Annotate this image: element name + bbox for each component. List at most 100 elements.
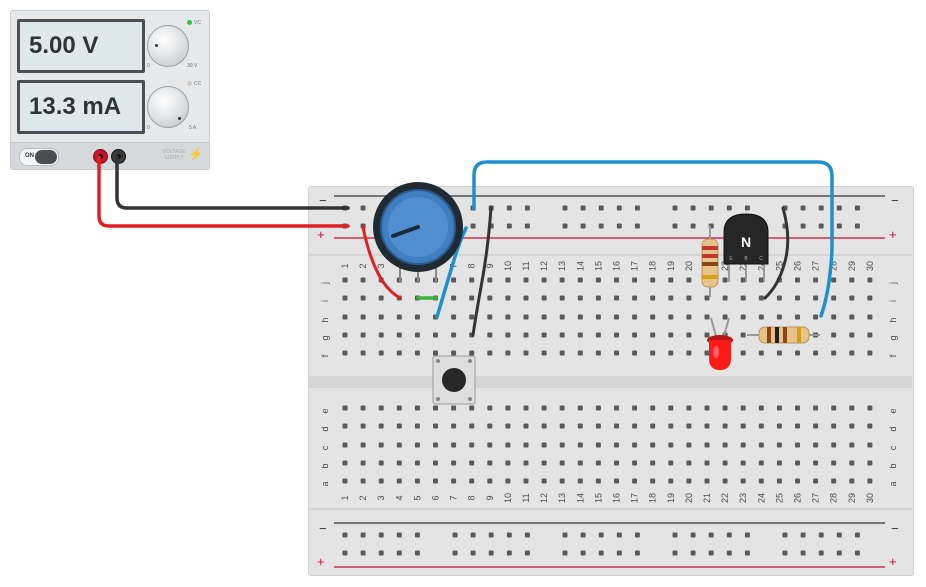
terminal-hole[interactable]: [686, 405, 692, 411]
rail-hole[interactable]: [562, 532, 568, 538]
terminal-hole[interactable]: [523, 295, 529, 301]
terminal-hole[interactable]: [523, 478, 529, 484]
terminal-hole[interactable]: [632, 460, 638, 466]
terminal-hole[interactable]: [614, 442, 619, 448]
rail-hole[interactable]: [836, 550, 842, 556]
rail-hole[interactable]: [634, 532, 640, 538]
terminal-hole[interactable]: [849, 405, 855, 411]
terminal-hole[interactable]: [378, 460, 384, 466]
terminal-hole[interactable]: [849, 423, 855, 429]
terminal-hole[interactable]: [650, 460, 656, 466]
terminal-hole[interactable]: [414, 423, 420, 429]
rail-hole[interactable]: [836, 205, 842, 211]
rail-hole[interactable]: [452, 532, 458, 538]
terminal-hole[interactable]: [595, 350, 601, 356]
terminal-hole[interactable]: [433, 405, 438, 411]
terminal-hole[interactable]: [451, 295, 457, 301]
terminal-hole[interactable]: [451, 314, 457, 320]
rail-hole[interactable]: [524, 550, 530, 556]
terminal-hole[interactable]: [686, 314, 692, 320]
horizontal-resistor-icon[interactable]: [747, 326, 820, 344]
terminal-hole[interactable]: [686, 277, 692, 283]
black-supply-wire[interactable]: [115, 155, 350, 210]
blue-jumper-long[interactable]: [472, 160, 834, 318]
rail-hole[interactable]: [360, 550, 366, 556]
terminal-hole[interactable]: [487, 350, 493, 356]
terminal-hole[interactable]: [523, 405, 529, 411]
terminal-hole[interactable]: [831, 442, 837, 448]
terminal-hole[interactable]: [523, 442, 529, 448]
terminal-hole[interactable]: [614, 423, 619, 429]
terminal-hole[interactable]: [378, 405, 384, 411]
terminal-hole[interactable]: [559, 277, 565, 283]
terminal-hole[interactable]: [795, 405, 800, 411]
rail-hole[interactable]: [854, 205, 860, 211]
terminal-hole[interactable]: [505, 332, 511, 338]
terminal-hole[interactable]: [451, 478, 457, 484]
black-jumper-button[interactable]: [471, 206, 493, 337]
terminal-hole[interactable]: [776, 405, 782, 411]
terminal-hole[interactable]: [396, 332, 402, 338]
rail-hole[interactable]: [672, 550, 678, 556]
terminal-hole[interactable]: [686, 442, 692, 448]
rail-hole[interactable]: [782, 550, 788, 556]
terminal-hole[interactable]: [523, 314, 529, 320]
rail-hole[interactable]: [854, 223, 860, 229]
terminal-hole[interactable]: [342, 423, 348, 429]
terminal-hole[interactable]: [740, 405, 746, 411]
terminal-hole[interactable]: [813, 314, 819, 320]
terminal-hole[interactable]: [541, 350, 547, 356]
rail-hole[interactable]: [708, 205, 714, 211]
rail-hole[interactable]: [690, 223, 696, 229]
terminal-hole[interactable]: [577, 460, 583, 466]
terminal-hole[interactable]: [650, 405, 656, 411]
rail-hole[interactable]: [800, 223, 806, 229]
terminal-hole[interactable]: [758, 442, 764, 448]
terminal-hole[interactable]: [740, 314, 746, 320]
terminal-hole[interactable]: [469, 314, 475, 320]
red-supply-wire[interactable]: [97, 155, 350, 228]
terminal-hole[interactable]: [595, 295, 601, 301]
rail-hole[interactable]: [598, 550, 604, 556]
terminal-hole[interactable]: [342, 314, 348, 320]
terminal-hole[interactable]: [595, 460, 601, 466]
terminal-hole[interactable]: [451, 350, 457, 356]
terminal-hole[interactable]: [704, 295, 710, 301]
terminal-hole[interactable]: [686, 423, 692, 429]
terminal-hole[interactable]: [650, 423, 656, 429]
terminal-hole[interactable]: [451, 423, 457, 429]
terminal-hole[interactable]: [776, 478, 782, 484]
terminal-hole[interactable]: [342, 277, 348, 283]
terminal-hole[interactable]: [650, 277, 656, 283]
terminal-hole[interactable]: [668, 442, 674, 448]
terminal-hole[interactable]: [704, 350, 710, 356]
rail-hole[interactable]: [598, 223, 604, 229]
terminal-hole[interactable]: [795, 423, 800, 429]
terminal-hole[interactable]: [867, 423, 873, 429]
rail-hole[interactable]: [524, 532, 530, 538]
rail-hole[interactable]: [690, 550, 696, 556]
terminal-hole[interactable]: [342, 442, 348, 448]
terminal-hole[interactable]: [487, 314, 493, 320]
terminal-hole[interactable]: [451, 332, 457, 338]
power-supply[interactable]: 5.00 V 13.3 mA 0 30 V 0 5 A VC CC ON VOL…: [10, 10, 210, 170]
terminal-hole[interactable]: [831, 478, 837, 484]
terminal-hole[interactable]: [433, 332, 438, 338]
terminal-hole[interactable]: [541, 314, 547, 320]
terminal-hole[interactable]: [740, 460, 746, 466]
terminal-hole[interactable]: [396, 460, 402, 466]
terminal-hole[interactable]: [813, 460, 819, 466]
terminal-hole[interactable]: [831, 350, 837, 356]
terminal-hole[interactable]: [614, 350, 619, 356]
terminal-hole[interactable]: [776, 350, 782, 356]
terminal-hole[interactable]: [505, 405, 511, 411]
terminal-hole[interactable]: [722, 460, 728, 466]
terminal-hole[interactable]: [378, 332, 384, 338]
terminal-hole[interactable]: [396, 350, 402, 356]
rail-hole[interactable]: [470, 550, 476, 556]
terminal-hole[interactable]: [433, 478, 438, 484]
rail-hole[interactable]: [378, 532, 384, 538]
terminal-hole[interactable]: [632, 442, 638, 448]
terminal-hole[interactable]: [595, 423, 601, 429]
terminal-hole[interactable]: [722, 405, 728, 411]
